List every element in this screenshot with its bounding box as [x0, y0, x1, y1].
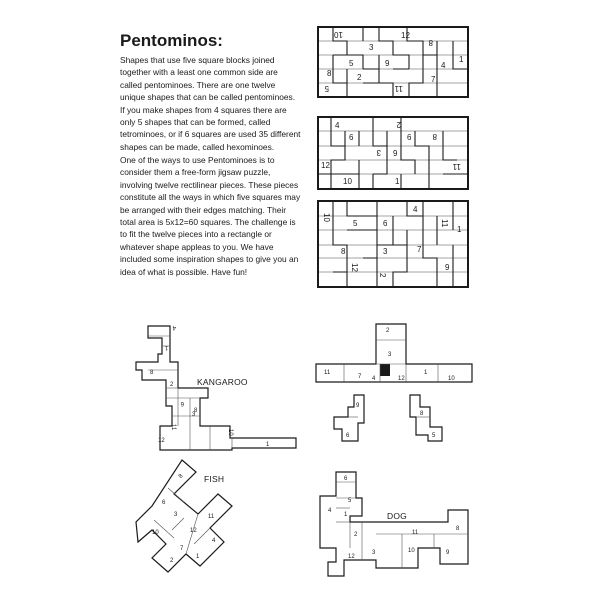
- bridge-legs: 9 6 8 5: [333, 394, 443, 442]
- bridge-shape: 11 7 4 12 1 10 2 3: [315, 323, 473, 383]
- piece-label: 8: [432, 132, 437, 141]
- piece-label: 8: [456, 526, 460, 532]
- piece-label: 12: [350, 263, 359, 272]
- piece-label: 10: [334, 30, 343, 39]
- fish-label: FISH: [204, 474, 225, 484]
- piece-label: 10: [343, 177, 352, 186]
- piece-label: 8: [178, 473, 185, 480]
- piece-label: 9: [385, 59, 390, 68]
- piece-label: 11: [170, 424, 176, 431]
- piece-label: 5: [324, 84, 329, 93]
- piece-label: 1: [344, 512, 348, 518]
- piece-label: 5: [349, 59, 354, 68]
- piece-label: 11: [208, 514, 215, 520]
- piece-label: 4: [335, 121, 340, 130]
- piece-label: 9: [445, 263, 450, 272]
- puzzle-paragraph: One of the ways to use Pentominoes is to…: [120, 155, 301, 277]
- kangaroo-shape: 4 1 8 2 6 8 3 11 10 12 1: [135, 324, 297, 451]
- piece-label: 2: [378, 273, 387, 278]
- piece-label: 9: [356, 403, 360, 409]
- piece-label: 8: [194, 408, 198, 414]
- piece-label: 7: [180, 546, 184, 552]
- piece-label: 7: [417, 245, 422, 254]
- piece-label: 4: [372, 376, 376, 382]
- fish-shape: 8 6 3 10 12 11 7 4 2 1: [135, 459, 233, 573]
- piece-label: 4: [212, 538, 216, 544]
- piece-label: 12: [401, 31, 410, 40]
- piece-label: 3: [372, 550, 376, 556]
- piece-label: 5: [353, 219, 358, 228]
- piece-label: 1: [395, 177, 400, 186]
- piece-label: 2: [386, 328, 390, 334]
- piece-label: 4: [413, 205, 418, 214]
- piece-label: 3: [376, 148, 381, 157]
- piece-label: 8: [420, 411, 424, 417]
- piece-label: 9: [393, 149, 398, 158]
- piece-label: 12: [348, 554, 355, 560]
- piece-label: 5: [432, 433, 436, 439]
- piece-label: 1: [424, 370, 428, 376]
- piece-label: 6: [349, 133, 354, 142]
- puzzle-12x5: 4 6 2 6 8 3 9 11 12 10 1: [317, 116, 469, 190]
- piece-label: 12: [158, 438, 165, 444]
- piece-label: 11: [324, 370, 331, 376]
- piece-label: 2: [170, 558, 174, 564]
- piece-label: 3: [174, 512, 178, 518]
- piece-label: 3: [383, 247, 388, 256]
- piece-label: 9: [446, 550, 450, 556]
- piece-label: 6: [162, 500, 166, 506]
- piece-label: 1: [457, 225, 462, 234]
- piece-label: 1: [196, 554, 200, 560]
- piece-label: 11: [440, 219, 449, 228]
- intro-paragraph: Shapes that use five square blocks joine…: [120, 55, 301, 152]
- piece-label: 3: [369, 43, 374, 52]
- piece-label: 7: [431, 75, 436, 84]
- piece-label: 1: [266, 442, 270, 448]
- piece-label: 1: [459, 55, 464, 64]
- piece-label: 2: [357, 73, 362, 82]
- piece-label: 3: [388, 352, 392, 358]
- piece-label: 5: [348, 498, 352, 504]
- piece-label: 11: [412, 530, 419, 536]
- piece-label: 8: [341, 247, 346, 256]
- piece-label: 10: [227, 429, 233, 436]
- piece-label: 12: [398, 376, 405, 382]
- piece-label: 12: [321, 161, 330, 170]
- piece-label: 3: [192, 412, 196, 418]
- piece-label: 6: [383, 219, 388, 228]
- piece-label: 6: [407, 133, 412, 142]
- puzzle-15x4: 10 5 6 4 11 1 8 3 7 12 2 9: [317, 200, 469, 288]
- piece-label: 11: [394, 84, 403, 93]
- piece-label: 1: [164, 344, 168, 350]
- piece-label: 2: [396, 120, 401, 129]
- dog-label: DOG: [387, 511, 407, 521]
- piece-label: 8: [428, 38, 433, 47]
- piece-label: 2: [354, 532, 358, 538]
- piece-label: 11: [452, 162, 461, 171]
- piece-label: 6: [346, 433, 350, 439]
- piece-label: 4: [172, 324, 176, 330]
- dog-shape: 6 5 1 4 2 11 8 12 3 10 9: [319, 471, 469, 577]
- piece-label: 10: [448, 376, 455, 382]
- piece-label: 10: [322, 213, 331, 222]
- piece-label: 4: [328, 508, 332, 514]
- piece-label: 10: [152, 530, 159, 536]
- piece-label: 6: [180, 400, 184, 406]
- piece-label: 6: [344, 476, 348, 482]
- piece-label: 8: [150, 370, 154, 376]
- piece-label: 12: [190, 528, 197, 534]
- piece-label: 4: [441, 61, 446, 70]
- piece-label: 8: [327, 69, 332, 78]
- page-title: Pentominos:: [120, 31, 223, 50]
- piece-label: 2: [170, 382, 174, 388]
- piece-label: 7: [358, 374, 362, 380]
- piece-label: 10: [408, 548, 415, 554]
- kangaroo-label: KANGAROO: [197, 377, 248, 387]
- puzzle-10x6: 10 3 12 8 1 4 5 9 8 2 7 5 11: [317, 26, 469, 98]
